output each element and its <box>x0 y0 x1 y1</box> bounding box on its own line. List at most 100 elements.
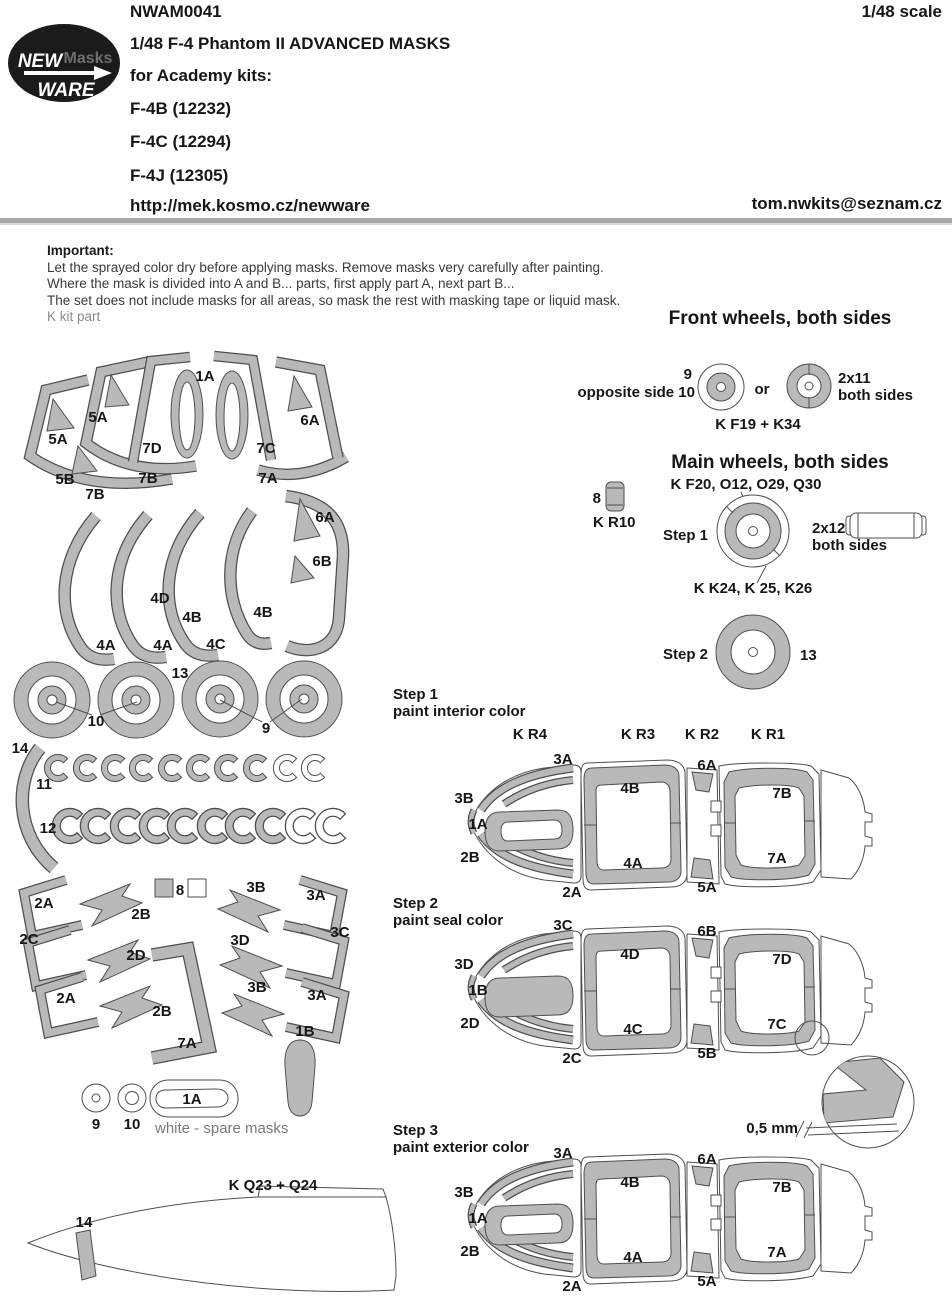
canopy-label: 7D <box>772 951 791 968</box>
canopy-step-1: K R4 K R3 K R2 K R1 3A 6A 4B 7B 3B 1A 2B… <box>454 726 872 901</box>
step-title: Step 3 <box>393 1122 438 1139</box>
kit-item: F-4C (12294) <box>130 132 232 151</box>
mask-label: 1B <box>295 1023 314 1040</box>
mask-label: 3B <box>246 879 265 896</box>
mask-label: 7B <box>85 486 104 503</box>
canopy-label: 5B <box>697 1045 716 1062</box>
wheel-num: 13 <box>800 647 817 664</box>
logo-word-new: NEW <box>18 51 64 72</box>
mask-label: 3C <box>330 924 349 941</box>
opposite-side-label: opposite side 10 <box>577 384 695 401</box>
canopy-step-3: 3A 6A 4B 7B 3B 1A 2B 4A 7A 2A 5A <box>454 1145 872 1295</box>
product-title: 1/48 F-4 Phantom II ADVANCED MASKS <box>130 34 451 53</box>
detail-dimension-label: 0,5 mm <box>746 1120 798 1137</box>
diagram-canvas: 1A 5A 5A 6A 7D 7C 5B 7B 7A 7B 6A 6B 4D 4… <box>12 308 927 1295</box>
rail-label: K R3 <box>621 726 655 743</box>
step-title: Step 2 <box>393 895 438 912</box>
wheel-num: 9 <box>684 366 692 383</box>
mask-label: 3A <box>307 987 326 1004</box>
canopy-label: 2A <box>562 1278 581 1295</box>
canopy-label: 6B <box>697 923 716 940</box>
mask-label: 14 <box>12 740 29 757</box>
mask-label: 5B <box>55 471 74 488</box>
canopy-label: 4A <box>623 1249 642 1266</box>
mask-label: 6B <box>312 553 331 570</box>
mask-label: 7C <box>256 440 275 457</box>
kit-item: F-4J (12305) <box>130 166 229 185</box>
rail-label: K R2 <box>685 726 719 743</box>
canopy-label: 3B <box>454 1184 473 1201</box>
both-sides-label: both sides <box>812 537 887 554</box>
mask-label: 4C <box>206 636 225 653</box>
detail-magnifier: 0,5 mm <box>746 1055 915 1149</box>
hub-mask-donuts <box>13 660 343 739</box>
canopy-label: 5A <box>697 879 716 896</box>
mask-label: 8 <box>176 882 184 899</box>
mask-label: 3D <box>230 932 249 949</box>
spare-masks <box>81 1079 239 1118</box>
main-wheels-heading: Main wheels, both sides <box>671 452 889 473</box>
notes-heading: Important: <box>47 243 114 258</box>
canopy-label: 3A <box>553 751 572 768</box>
mask-label: 13 <box>172 665 189 682</box>
mask-label: 7A <box>177 1035 196 1052</box>
canopy-label: 7B <box>772 1179 791 1196</box>
canopy-label: 5A <box>697 1273 716 1290</box>
mask-label: 11 <box>36 776 52 793</box>
mask-label: 4B <box>182 609 201 626</box>
canopy-label: 4D <box>620 946 639 963</box>
canopy-label: 6A <box>697 1151 716 1168</box>
qty-label: 2x12 <box>812 520 845 537</box>
kit-parts-label: K F20, O12, O29, Q30 <box>671 476 822 493</box>
logo-word-ware: WARE <box>38 80 96 101</box>
header-divider <box>0 218 952 225</box>
canopy-label: 4C <box>623 1021 642 1038</box>
kit-item: F-4B (12232) <box>130 99 232 118</box>
canopy-label: 1B <box>468 982 487 999</box>
contact-email: tom.nwkits@seznam.cz <box>751 194 942 213</box>
notes-line: The set does not include masks for all a… <box>47 292 621 308</box>
canopy-label: 3C <box>553 917 572 934</box>
logo-arrow-head <box>94 66 112 80</box>
mask-label: 3A <box>306 887 325 904</box>
mask-label: 7A <box>258 470 277 487</box>
nose-cone-diagram <box>26 1185 397 1292</box>
spare-masks-note: white - spare masks <box>154 1120 288 1137</box>
step-subtitle: paint seal color <box>393 912 503 929</box>
mask-sheet-labels: 1A 5A 5A 6A 7D 7C 5B 7B 7A 7B 6A 6B 4D 4… <box>12 368 350 1231</box>
mask-label: 7B <box>138 470 157 487</box>
mask-label: 9 <box>92 1116 100 1133</box>
mask-label: 2B <box>131 906 150 923</box>
mask-label: 10 <box>124 1116 141 1133</box>
step-subtitle: paint exterior color <box>393 1139 529 1156</box>
detail-source-circle <box>794 1020 830 1056</box>
canopy-label: 3B <box>454 790 473 807</box>
mask-label: 2A <box>56 990 75 1007</box>
crescent-row-11 <box>43 754 326 782</box>
mask-label: 3B <box>247 979 266 996</box>
logo-word-masks: Masks <box>64 50 113 67</box>
mask-label: 4D <box>150 590 169 607</box>
canopy-label: 3A <box>553 1145 572 1162</box>
or-label: or <box>755 381 770 398</box>
notes-line: Where the mask is divided into A and B..… <box>47 276 515 291</box>
canopy-label: 2B <box>460 1243 479 1260</box>
website-url: http://mek.kosmo.cz/newware <box>130 196 370 215</box>
front-wheels-heading: Front wheels, both sides <box>669 308 892 329</box>
mask-label: 2A <box>34 895 53 912</box>
canopy-label: 2C <box>562 1050 581 1067</box>
mask-sheet-shapes <box>13 350 397 1292</box>
wheel-num: 8 <box>593 490 601 507</box>
canopy-label: 4B <box>620 780 639 797</box>
canopy-label: 4A <box>623 855 642 872</box>
qty-label: 2x11 <box>838 370 871 387</box>
canopy-label: 7A <box>767 1244 786 1261</box>
canopy-label: 4B <box>620 1174 639 1191</box>
kit-parts-label: K F19 + K34 <box>715 416 801 433</box>
mask-label: 2B <box>152 1003 171 1020</box>
mask-label: 12 <box>40 820 57 837</box>
mask-label: 7D <box>142 440 161 457</box>
mask-label: 9 <box>262 720 270 737</box>
mask-label: 5A <box>88 409 107 426</box>
canopy-label: 1A <box>468 1210 487 1227</box>
